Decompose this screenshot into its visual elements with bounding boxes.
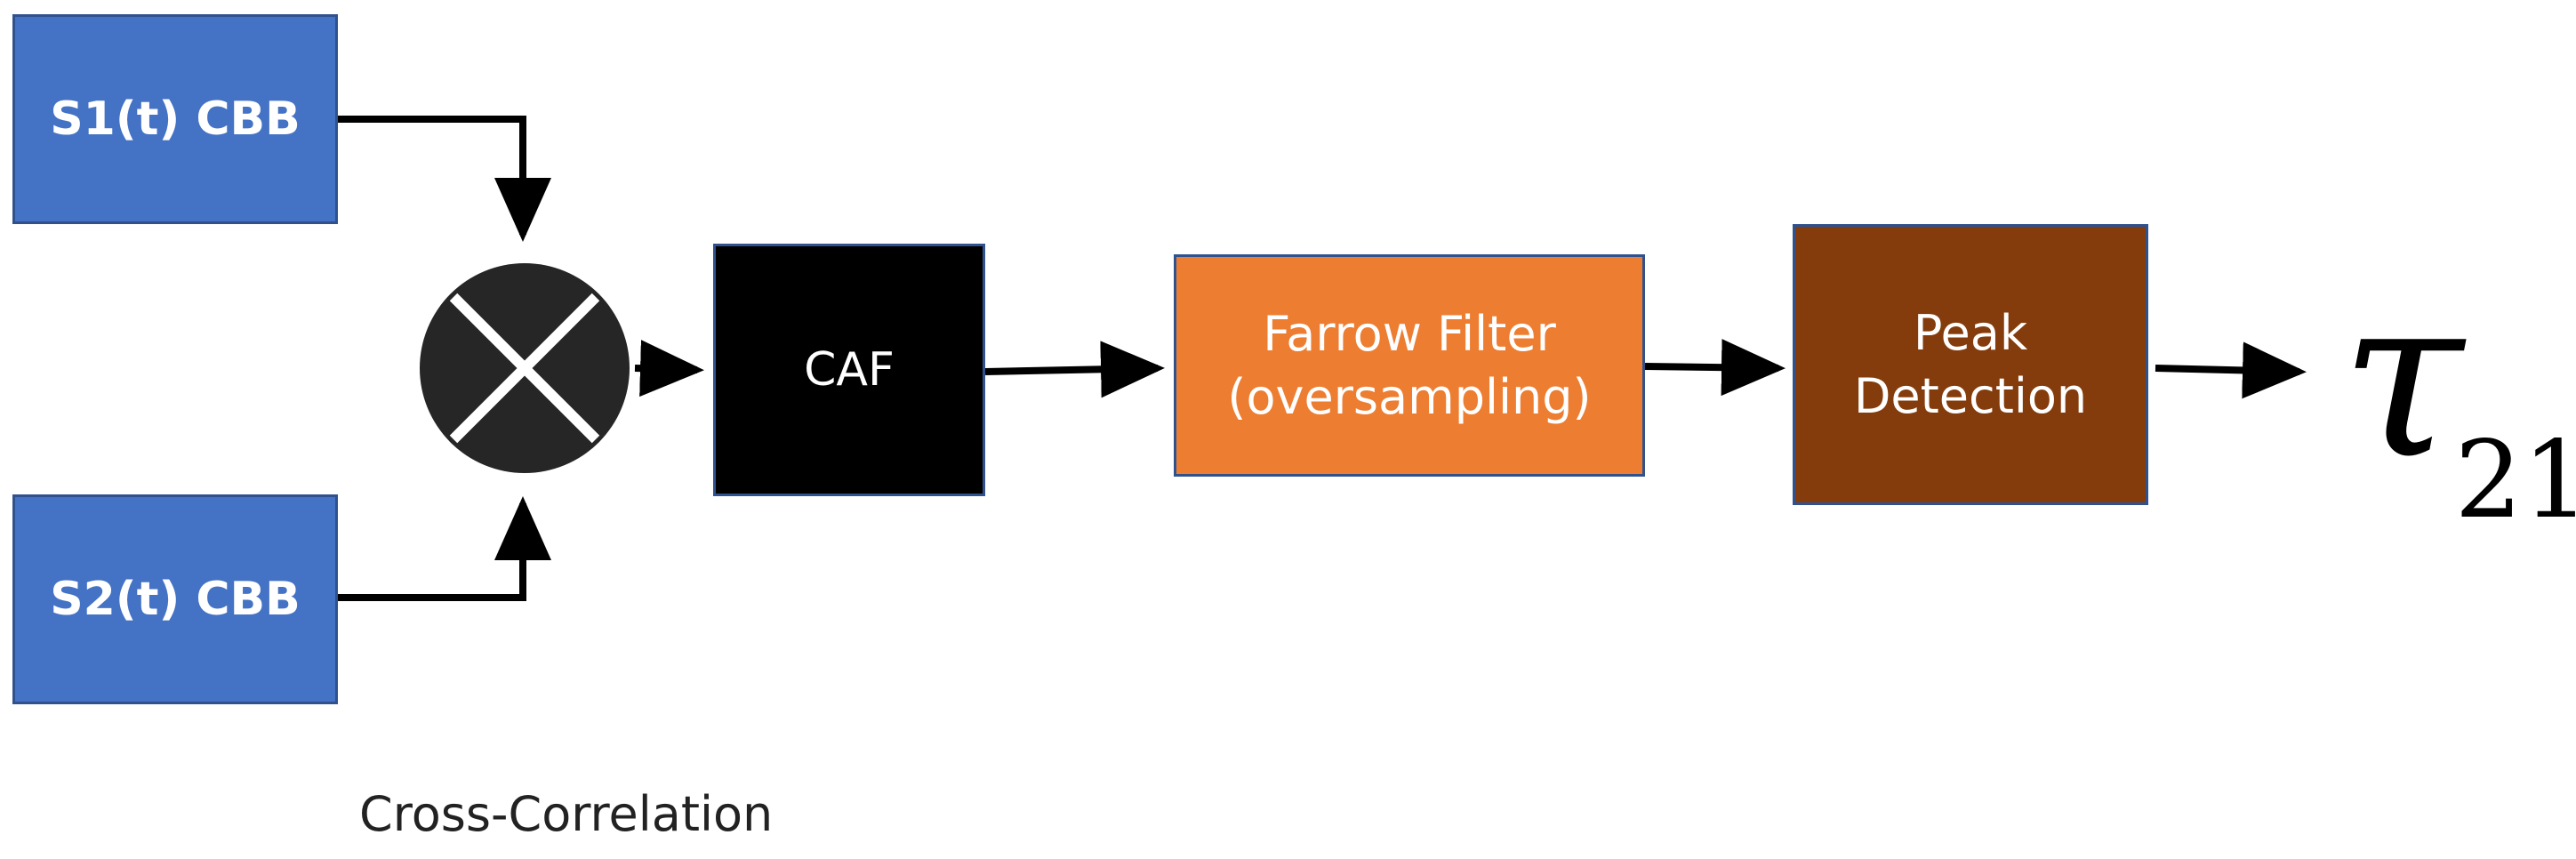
caf-to-farrow-arrow bbox=[984, 341, 1165, 398]
multiplier-icon bbox=[420, 263, 630, 473]
tau-subscript: 21 bbox=[2454, 419, 2576, 542]
farrow-filter-block: Farrow Filter (oversampling) bbox=[1174, 254, 1645, 477]
s2-cbb-block: S2(t) CBB bbox=[12, 494, 338, 704]
caf-block: CAF bbox=[713, 244, 985, 496]
s1-to-multiplier-arrow bbox=[338, 116, 551, 242]
cross-correlation-caption: Cross-Correlation bbox=[359, 786, 774, 842]
tau-symbol: τ bbox=[2340, 248, 2464, 507]
peak-to-output-arrow bbox=[2155, 341, 2307, 399]
multiplier-to-caf-arrow bbox=[634, 340, 704, 397]
s1-cbb-block: S1(t) CBB bbox=[12, 14, 338, 224]
output-tau-label: τ21 bbox=[2340, 267, 2576, 543]
peak-detection-block: Peak Detection bbox=[1793, 224, 2148, 505]
farrow-to-peak-arrow bbox=[1644, 339, 1786, 397]
s2-to-multiplier-arrow bbox=[338, 496, 551, 601]
